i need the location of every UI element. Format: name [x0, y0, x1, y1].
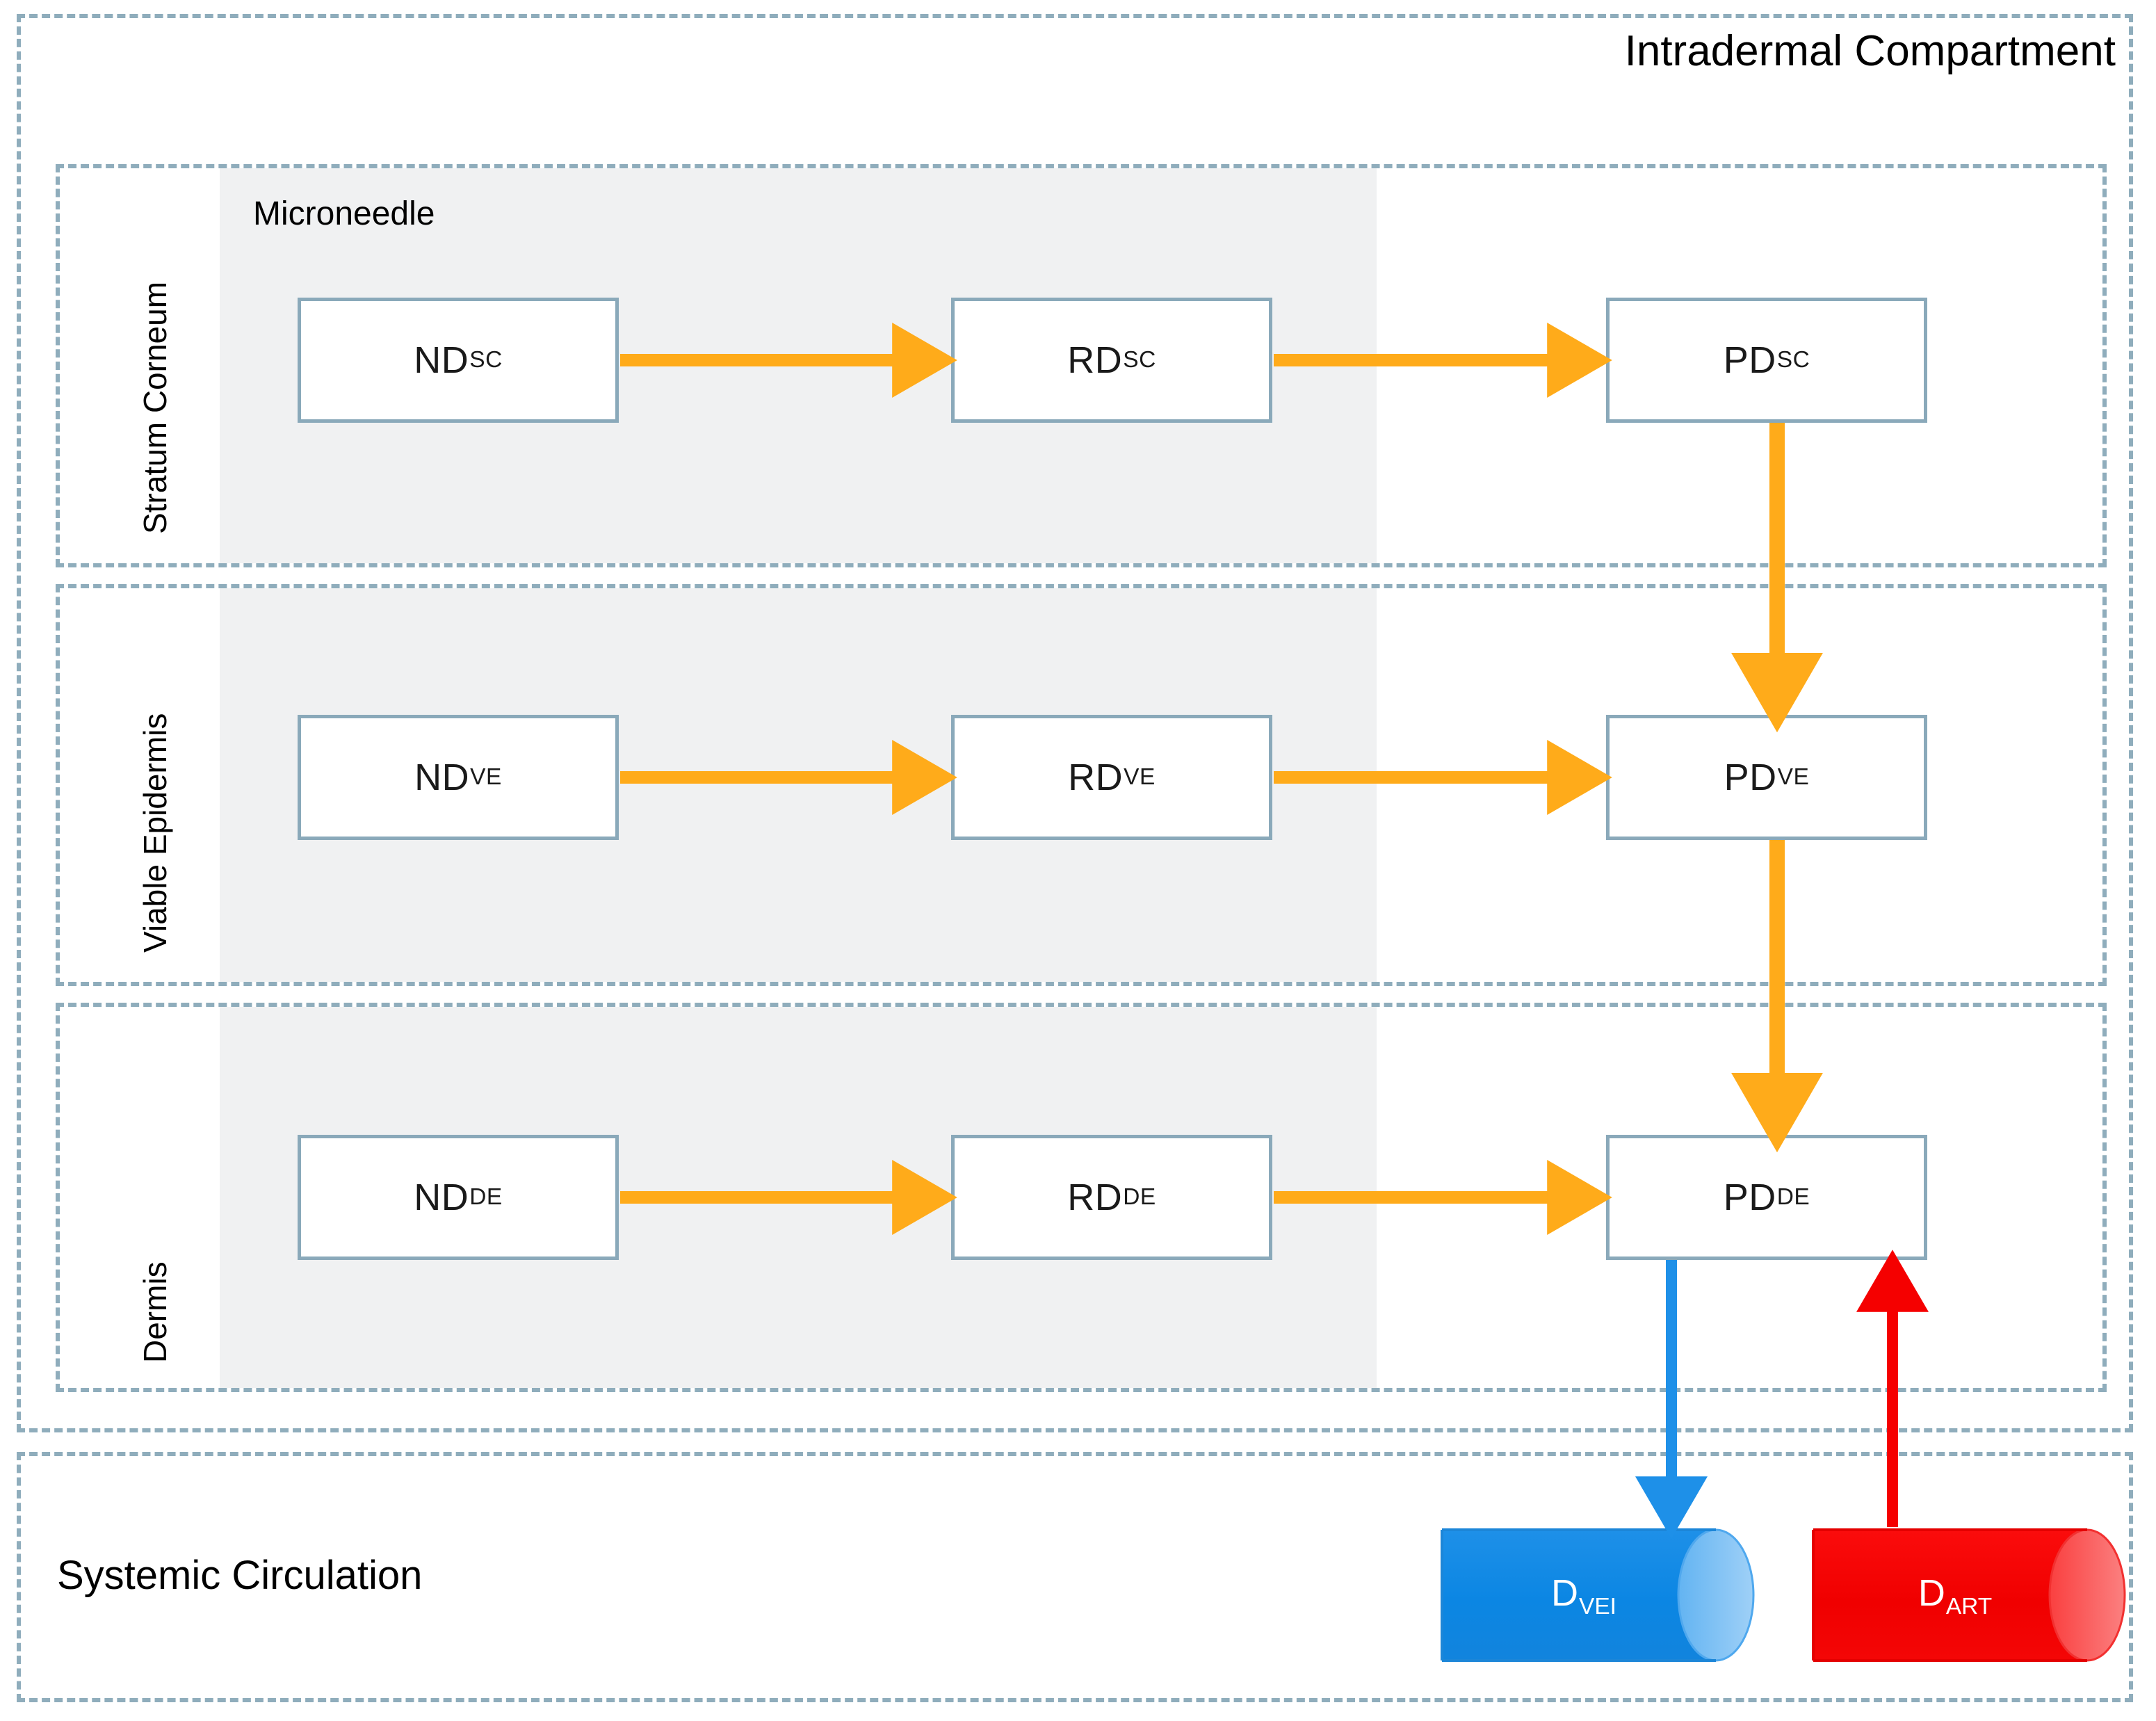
- layer-label-viable-epidermis: Viable Epidermis: [137, 713, 173, 953]
- layer-label-dermis: Dermis: [137, 1261, 173, 1363]
- node-rd-ve-sub: VE: [1124, 764, 1156, 791]
- intradermal-compartment-title: Intradermal Compartment: [1624, 27, 2116, 75]
- layer-frame-dermis: [56, 1003, 2107, 1392]
- node-rd-ve-base: RD: [1068, 757, 1124, 798]
- node-pd-de-base: PD: [1723, 1177, 1776, 1218]
- cylinder-d-art-shape: [1812, 1528, 2126, 1662]
- node-pd-ve-base: PD: [1724, 757, 1777, 798]
- microneedle-label: Microneedle: [253, 195, 435, 232]
- node-nd-ve-sub: VE: [470, 764, 502, 791]
- node-nd-de-sub: DE: [469, 1184, 503, 1211]
- node-nd-sc-sub: SC: [469, 347, 503, 373]
- intradermal-compartment-frame: [17, 14, 2133, 1432]
- node-pd-de-sub: DE: [1776, 1184, 1810, 1211]
- node-nd-de-base: ND: [414, 1177, 469, 1218]
- systemic-circulation-frame: [17, 1452, 2133, 1702]
- node-nd-ve-base: ND: [414, 757, 470, 798]
- node-pd-sc-base: PD: [1723, 339, 1776, 381]
- cylinder-d-vei-shape: [1441, 1528, 1755, 1662]
- node-pd-ve-sub: VE: [1777, 764, 1810, 791]
- cylinder-d-vei[interactable]: DVEI: [1438, 1526, 1758, 1665]
- systemic-circulation-title: Systemic Circulation: [57, 1553, 423, 1598]
- cylinder-d-art[interactable]: DART: [1809, 1526, 2129, 1665]
- layer-frame-stratum-corneum: [56, 164, 2107, 567]
- node-rd-sc-sub: SC: [1123, 347, 1156, 373]
- node-nd-sc-base: ND: [414, 339, 469, 381]
- node-rd-de-sub: DE: [1123, 1184, 1156, 1211]
- layer-frame-viable-epidermis: [56, 584, 2107, 986]
- node-rd-sc-base: RD: [1067, 339, 1123, 381]
- node-pd-sc-sub: SC: [1776, 347, 1810, 373]
- layer-label-stratum-corneum: Stratum Corneum: [137, 281, 173, 534]
- node-rd-de-base: RD: [1067, 1177, 1123, 1218]
